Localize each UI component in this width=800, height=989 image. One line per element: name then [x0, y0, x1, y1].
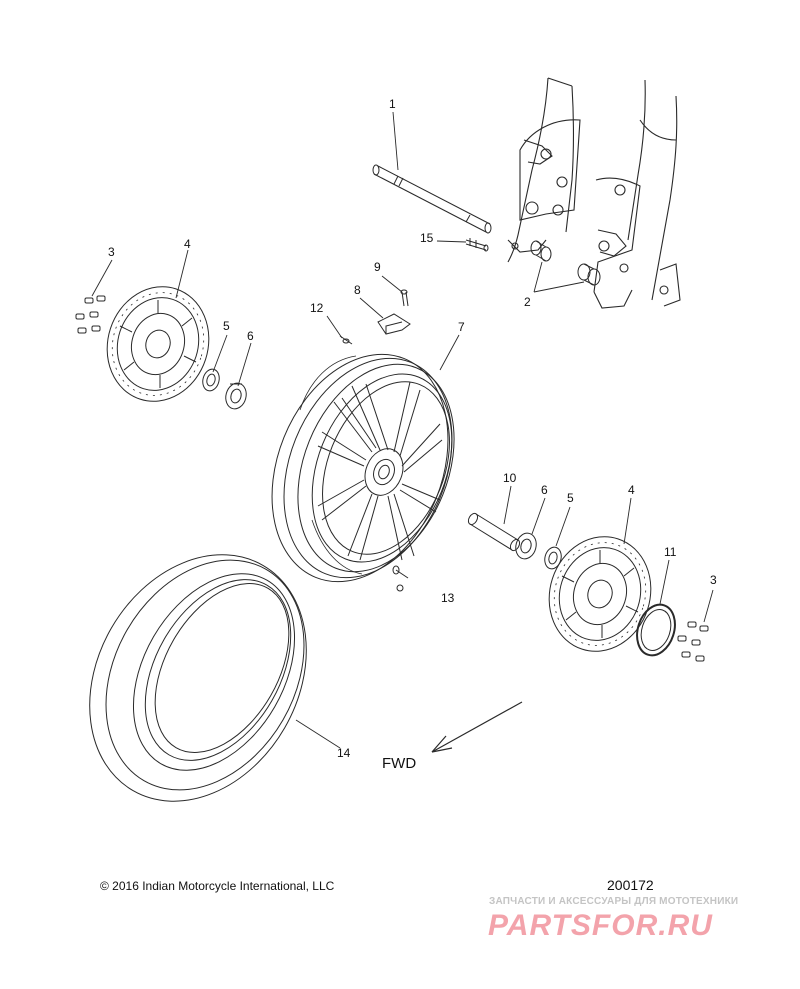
pinch-bolt	[465, 238, 489, 252]
left-seal	[202, 368, 220, 392]
callout-6-right: 6	[541, 483, 548, 497]
right-brake-rotor	[548, 536, 652, 652]
right-bearing	[515, 532, 537, 560]
front-axle	[372, 164, 492, 234]
left-brake-rotor	[106, 286, 210, 402]
callout-7: 7	[458, 320, 465, 334]
left-bearing	[225, 382, 247, 410]
front-tire	[89, 554, 307, 802]
right-rotor-bolts	[677, 621, 709, 662]
abs-tone-ring	[636, 603, 676, 657]
callout-3-left: 3	[108, 245, 115, 259]
callout-6-left: 6	[247, 329, 254, 343]
watermark-tagline: ЗАПЧАСТИ И АКСЕССУАРЫ ДЛЯ МОТОТЕХНИКИ	[489, 896, 739, 907]
fork-legs	[507, 77, 681, 309]
hub-spacer	[467, 512, 521, 552]
callout-4-left: 4	[184, 237, 191, 251]
wheel-weight	[377, 313, 411, 335]
callout-2: 2	[524, 295, 531, 309]
callout-12: 12	[310, 301, 324, 315]
leader-lines	[91, 111, 714, 749]
right-seal	[544, 546, 562, 570]
callout-14: 14	[337, 746, 351, 760]
callout-5-right: 5	[567, 491, 574, 505]
callout-1: 1	[389, 97, 396, 111]
axle-spacers	[530, 240, 601, 286]
callout-10: 10	[503, 471, 517, 485]
watermark-logo: PARTSFOR.RU	[488, 909, 713, 942]
callout-9: 9	[374, 260, 381, 274]
callout-3-right: 3	[710, 573, 717, 587]
tire-valve	[392, 565, 409, 592]
figure-number: 200172	[607, 877, 654, 893]
weight-screw	[400, 289, 409, 307]
callout-8: 8	[354, 283, 361, 297]
copyright-notice: © 2016 Indian Motorcycle International, …	[100, 879, 335, 893]
forward-direction-label: FWD	[382, 755, 417, 772]
callout-11: 11	[664, 545, 677, 559]
callout-15: 15	[420, 231, 434, 245]
callout-13: 13	[441, 591, 455, 605]
front-wheel	[271, 353, 455, 583]
callout-5-left: 5	[223, 319, 230, 333]
forward-arrow	[431, 701, 523, 753]
callout-4-right: 4	[628, 483, 635, 497]
left-rotor-bolts	[75, 295, 106, 334]
